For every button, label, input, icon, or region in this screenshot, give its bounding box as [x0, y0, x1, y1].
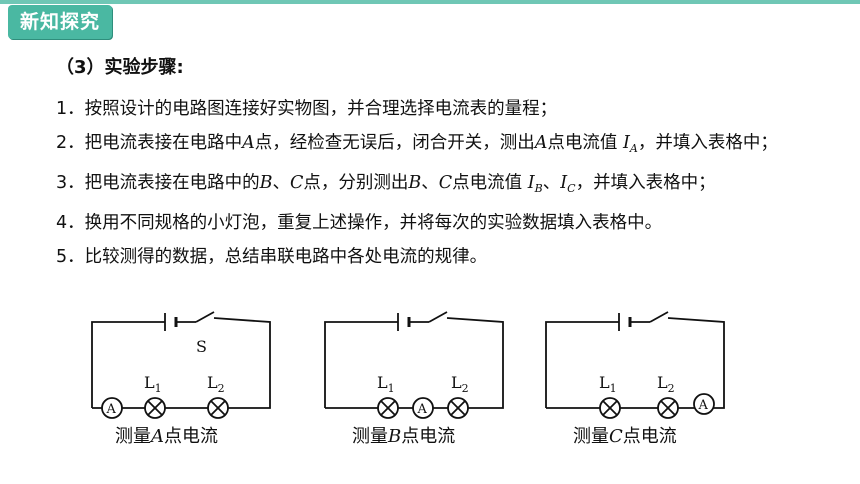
circuit-b: A L1 L2 测量B点电流 — [324, 311, 504, 447]
step-3-text-a: 3．把电流表接在电路中的 — [56, 173, 260, 193]
step-3-current-b: I — [527, 173, 535, 193]
circuit-c: A L1 L2 测量C点电流 — [545, 311, 725, 447]
section-title: （3）实验步骤: — [56, 57, 184, 78]
step-2-text-b: 点，经检查无误后，闭合开关，测出 — [254, 133, 535, 153]
lamp-l2 — [657, 397, 679, 419]
step-3-sep2: 、 — [421, 173, 439, 193]
switch-lever — [428, 311, 448, 323]
step-2-text-a: 2．把电流表接在电路中 — [56, 133, 243, 153]
ammeter-circle — [693, 393, 715, 415]
steps-list: 1．按照设计的电路图连接好实物图，并合理选择电流表的量程； 2．把电流表接在电路… — [56, 92, 846, 274]
step-3-point-b: B — [259, 173, 273, 193]
step-5: 5．比较测得的数据，总结串联电路中各处电流的规律。 — [56, 247, 488, 267]
circuit-svg: S A L1 L2 测量A点电流 A L1 L2 测量B点电流 — [91, 311, 725, 447]
caption-b: 测量B点电流 — [352, 426, 455, 447]
lamp-l2 — [447, 397, 469, 419]
step-3-current-c-sub: C — [567, 182, 576, 195]
step-3-text-d: ，并填入表格中； — [575, 173, 716, 193]
lamp-l2 — [207, 397, 229, 419]
step-2-text-c: 点电流值 — [547, 133, 623, 153]
lamp-l1 — [599, 397, 621, 419]
step-2-current-symbol: I — [622, 133, 630, 153]
ammeter-label: A — [698, 398, 709, 413]
caption-c: 测量C点电流 — [573, 426, 677, 447]
step-3: 3．把电流表接在电路中的B、C点，分别测出B、C点电流值 IB、IC，并填入表格… — [56, 166, 846, 206]
step-3-text-c: 点电流值 — [452, 173, 528, 193]
step-4: 4．换用不同规格的小灯泡，重复上述操作，并将每次的实验数据填入表格中。 — [56, 213, 663, 233]
step-2-text-d: ，并填入表格中； — [637, 133, 778, 153]
lamp-l1-label: L1 — [377, 373, 395, 395]
step-3-current-c: I — [560, 173, 568, 193]
switch-label: S — [196, 337, 207, 356]
lamp-l1-label: L1 — [144, 373, 162, 395]
ammeter-label: A — [417, 402, 428, 417]
circuit-diagrams: S A L1 L2 测量A点电流 A L1 L2 测量B点电流 — [0, 300, 860, 484]
section-badge: 新知探究 — [8, 5, 113, 39]
step-3-point-c2: C — [438, 173, 453, 193]
step-2-current-sub: A — [629, 142, 638, 155]
switch-lever — [195, 311, 215, 323]
step-3-sep: 、 — [272, 173, 291, 193]
step-3-sep3: 、 — [542, 173, 561, 193]
circuit-a: S A L1 L2 测量A点电流 — [91, 311, 271, 447]
step-2-point: A — [242, 133, 255, 153]
caption-a: 测量A点电流 — [115, 426, 218, 447]
step-3-current-b-sub: B — [534, 182, 543, 195]
switch-lever — [649, 311, 669, 323]
lamp-l1-label: L1 — [599, 373, 617, 395]
ammeter-circle — [101, 397, 123, 419]
top-rule — [0, 0, 860, 4]
lamp-l1 — [377, 397, 399, 419]
ammeter-label: A — [106, 402, 117, 417]
lamp-l2-label: L2 — [657, 373, 675, 395]
ammeter-circle — [412, 397, 434, 419]
step-2: 2．把电流表接在电路中A点，经检查无误后，闭合开关，测出A点电流值 IA，并填入… — [56, 126, 846, 166]
lamp-l2-label: L2 — [207, 373, 225, 395]
step-3-text-b: 点，分别测出 — [303, 173, 409, 193]
step-3-point-c: C — [290, 173, 304, 193]
step-3-point-b2: B — [408, 173, 422, 193]
lamp-l2-label: L2 — [451, 373, 469, 395]
step-2-point2: A — [534, 133, 548, 153]
lamp-l1 — [144, 397, 166, 419]
step-1: 1．按照设计的电路图连接好实物图，并合理选择电流表的量程； — [56, 99, 558, 119]
